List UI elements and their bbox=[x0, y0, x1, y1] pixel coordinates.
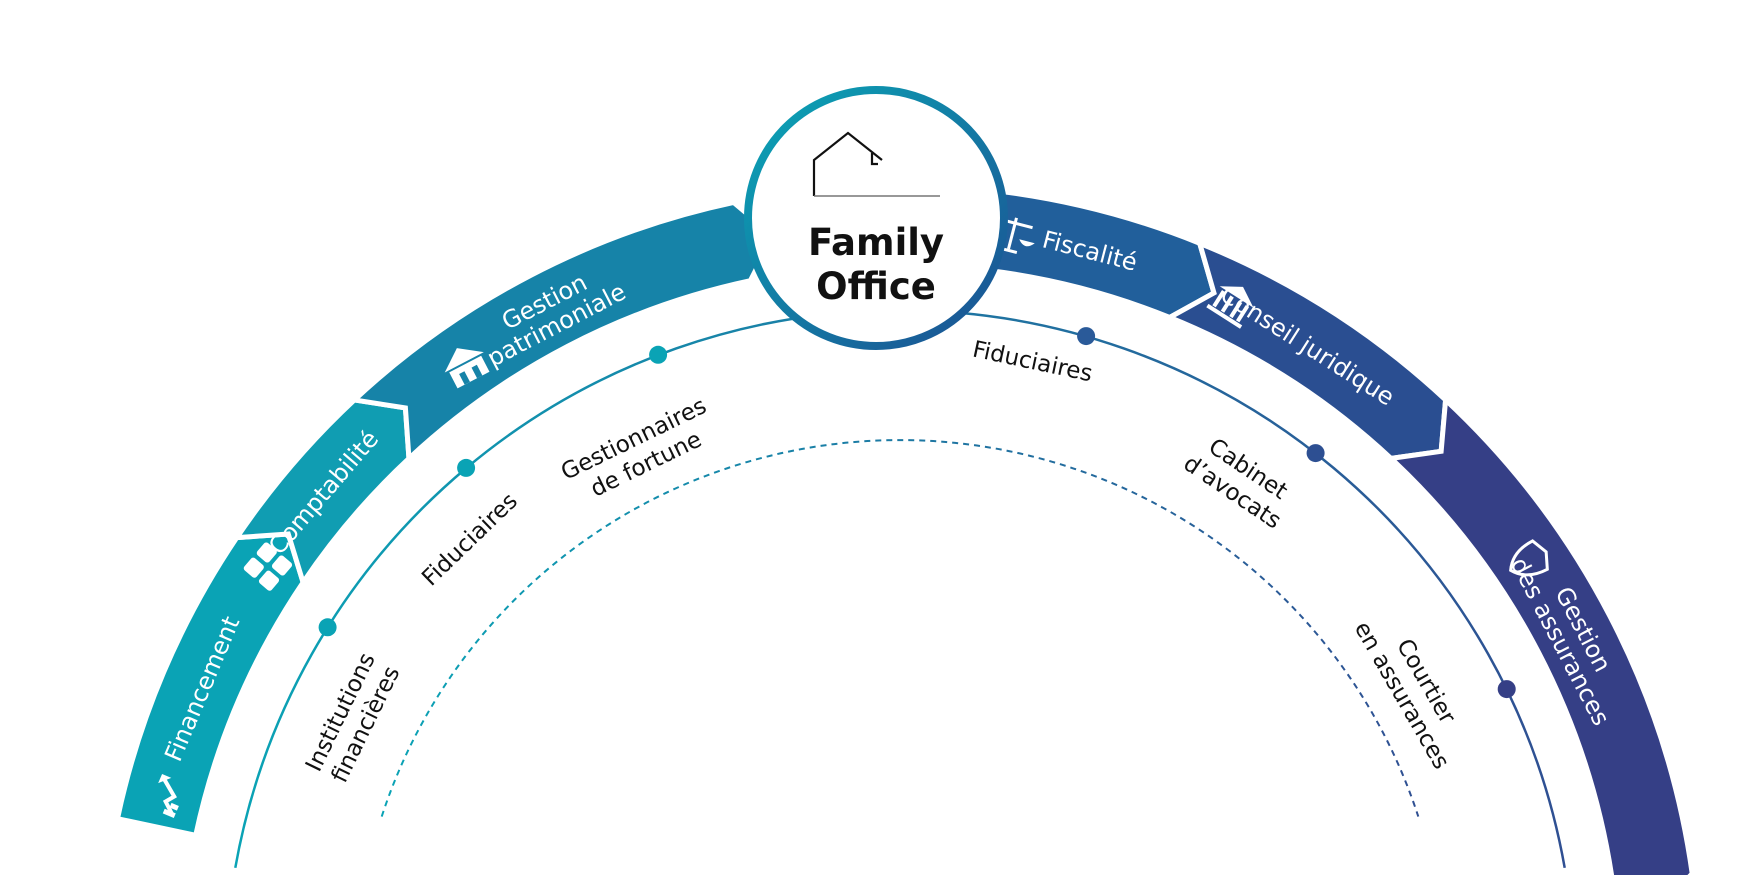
partner-label-cabinet-avocats: Cabinetd’avocats bbox=[1179, 427, 1302, 534]
partner-label-gestionnaires-fortune: Gestionnairesde fortune bbox=[557, 393, 723, 511]
partner-dot bbox=[1306, 444, 1325, 463]
center-circle bbox=[744, 86, 1008, 350]
calculator-icon bbox=[243, 542, 293, 591]
segment-gestion-assurances bbox=[1385, 394, 1695, 875]
house-icon bbox=[812, 131, 940, 197]
partner-dot bbox=[1077, 327, 1096, 346]
partner-label-institutions-financieres: Institutionsfinancières bbox=[301, 649, 406, 788]
center-title-line1: Family bbox=[808, 221, 944, 264]
partner-dots bbox=[318, 327, 1516, 699]
partner-label-fiduciaires-right: Fiduciaires bbox=[970, 337, 1094, 388]
partner-label-fiduciaires-left: Fiduciaires bbox=[417, 488, 523, 591]
bank-building-icon bbox=[444, 348, 490, 389]
center-title-line2: Office bbox=[816, 265, 936, 308]
courthouse-icon bbox=[1206, 286, 1254, 329]
partner-label-line: Fiduciaires bbox=[970, 337, 1094, 388]
shield-icon bbox=[1509, 539, 1549, 577]
partner-dot bbox=[318, 618, 337, 637]
dashed-inner-circle bbox=[380, 439, 1420, 817]
partner-label-line: Fiduciaires bbox=[417, 488, 523, 591]
family-office-badge: Family Office bbox=[744, 86, 1008, 350]
growth-arrow-icon bbox=[158, 773, 179, 819]
partner-dot bbox=[457, 458, 476, 477]
partner-label-courtier-assurances: Courtieren assurances bbox=[1349, 603, 1479, 773]
partner-dot bbox=[649, 345, 668, 364]
partner-dot bbox=[1497, 680, 1516, 699]
